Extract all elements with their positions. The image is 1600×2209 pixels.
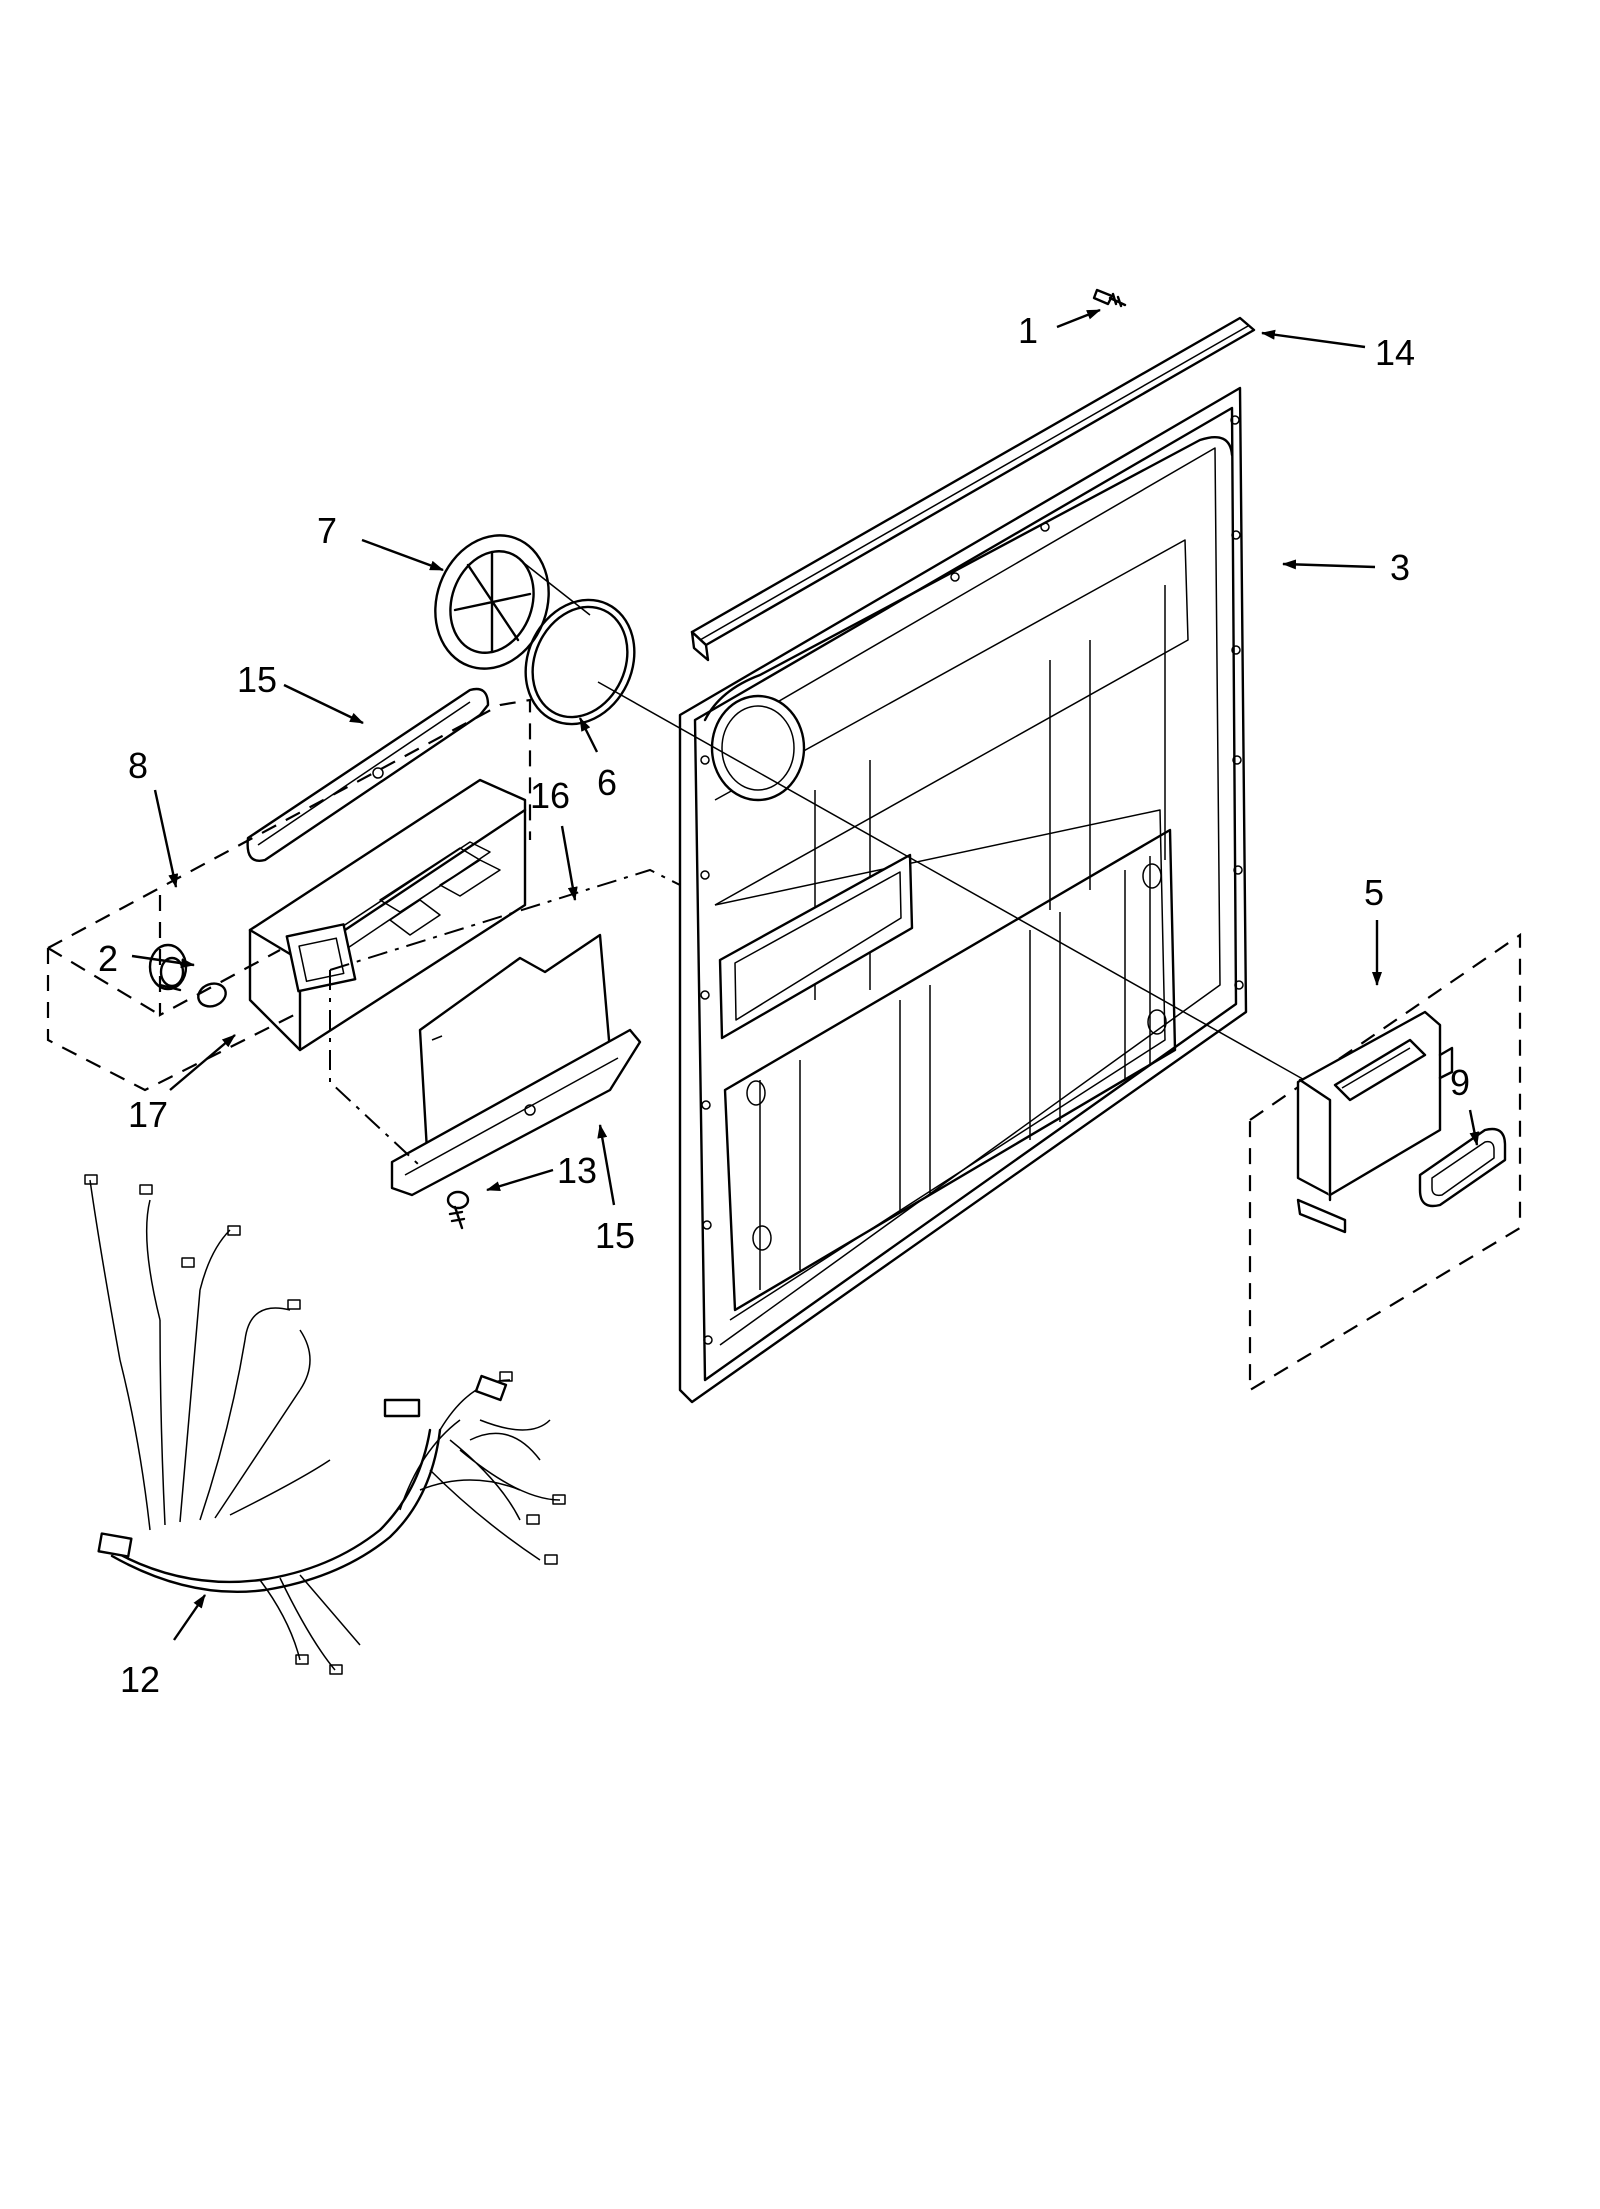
dispenser-group-boundary [46,698,532,1092]
callout-labels: 1 14 3 7 15 6 8 16 2 17 5 9 13 15 12 [98,310,1470,1700]
leader-lines [131,308,1480,1641]
vent-cap [434,534,550,670]
dispenser-assembly [248,778,527,1052]
vent-assembly-boundary [1248,932,1522,1392]
top-trim-strip [690,316,1256,662]
bracket-bottom [390,1028,642,1197]
screw-part-1 [1092,288,1127,308]
o-ring [197,982,227,1008]
callout-1: 1 [1018,310,1038,351]
vent-gasket [524,598,636,726]
wiring-harness [84,1174,566,1675]
callout-7: 7 [317,510,337,551]
panel-group-boundary [329,868,681,1165]
panel-screw-holes [700,415,1244,1345]
callout-15-top: 15 [237,659,277,700]
inner-door-panel [678,386,1248,1404]
air-duct [1296,1010,1454,1234]
callout-6: 6 [597,762,617,803]
screw-part-13 [446,1190,470,1230]
callout-16: 16 [530,775,570,816]
callout-13: 13 [557,1150,597,1191]
callout-14: 14 [1375,332,1415,373]
callout-5: 5 [1364,872,1384,913]
callout-15-bottom: 15 [595,1215,635,1256]
callout-2: 2 [98,938,118,979]
callout-9: 9 [1450,1062,1470,1103]
callout-17: 17 [128,1094,168,1135]
callout-3: 3 [1390,547,1410,588]
knob [148,943,188,992]
callout-8: 8 [128,745,148,786]
duct-gasket [1418,1127,1507,1208]
callout-12: 12 [120,1659,160,1700]
vent-alignment-line [519,559,1341,1101]
